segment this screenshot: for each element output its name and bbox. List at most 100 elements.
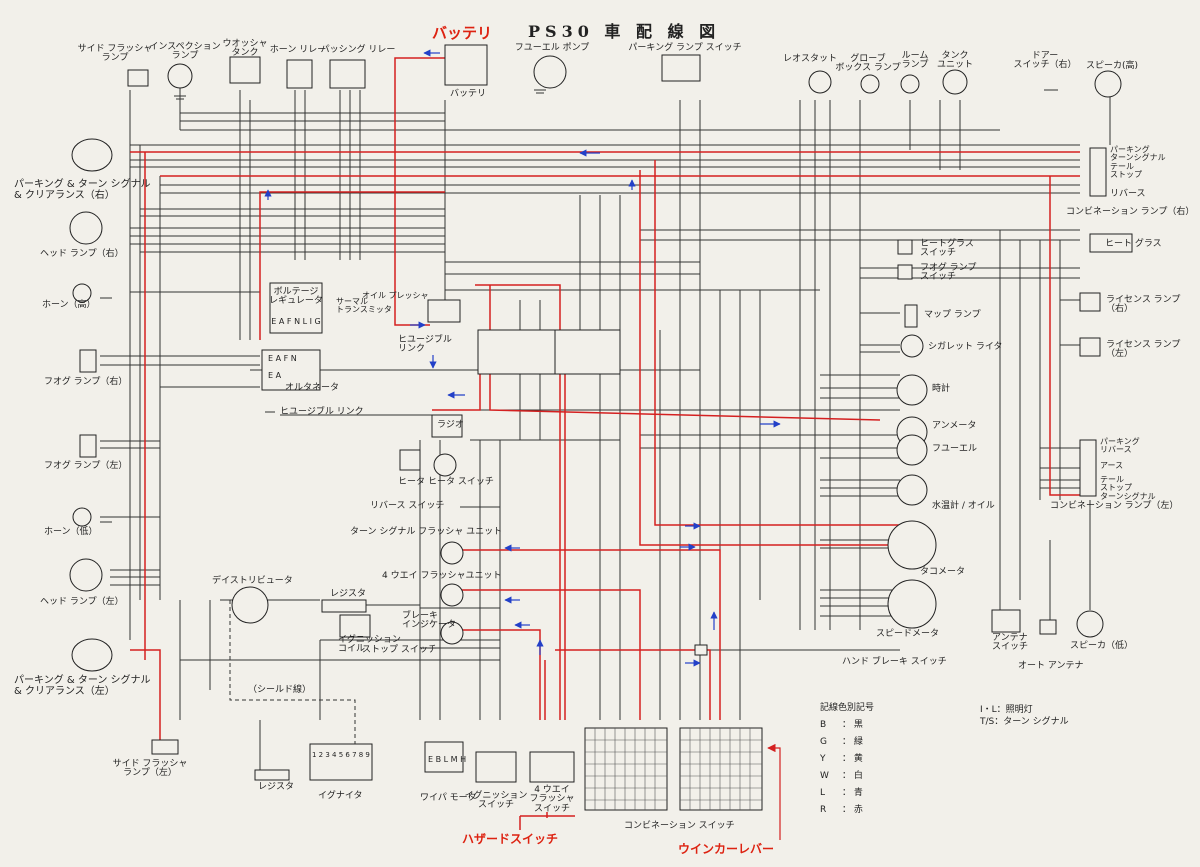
horn-relay-label: ホーン リレー bbox=[269, 45, 327, 55]
legend-code: W bbox=[820, 771, 829, 781]
water-oil-gauge bbox=[896, 474, 928, 506]
license-right-label: ライセンス ランプ （右） bbox=[1106, 295, 1181, 315]
fusible-link-label: ヒユージブル リンク bbox=[280, 407, 364, 417]
fusible-link-box bbox=[427, 299, 461, 323]
components bbox=[69, 44, 1133, 811]
alternator-ea: E A bbox=[268, 371, 282, 380]
combo-lamp-right-label: コンビネーション ランプ（右） bbox=[1066, 207, 1195, 217]
horn-high-label: ホーン（高） bbox=[42, 300, 96, 310]
wire-legend-title: 記線色別記号 bbox=[820, 703, 875, 713]
legend-code: G bbox=[820, 737, 827, 747]
license-left-box bbox=[1079, 337, 1101, 357]
winker-pointer bbox=[767, 743, 781, 840]
room-lamp-label: ルーム ランプ bbox=[901, 51, 929, 71]
ignition-coil-label: イグニッション コイル bbox=[338, 635, 401, 655]
page-title: PS30 車 配 線 図 bbox=[528, 22, 721, 41]
distributor-label: デイストリビュータ bbox=[212, 576, 293, 586]
stop-switch-label: ストップ スイッチ bbox=[362, 645, 437, 655]
rheostat bbox=[808, 70, 832, 94]
combo-left-earth: アース bbox=[1100, 461, 1124, 470]
legend-code: B bbox=[820, 720, 827, 730]
shield-wire bbox=[229, 600, 356, 744]
antenna-switch-label: アンテナ スイッチ bbox=[992, 633, 1029, 653]
speaker-high bbox=[1094, 70, 1122, 98]
four-way-flasher-unit-label: 4 ウエイ フラッシャユニット bbox=[382, 571, 502, 581]
fog-left-box bbox=[79, 434, 97, 458]
inspection-lamp bbox=[167, 63, 193, 89]
speaker-low-label: スピーカ（低） bbox=[1070, 641, 1134, 651]
passing-relay-box bbox=[329, 59, 366, 89]
combination-switch-grid-1 bbox=[584, 727, 668, 811]
regulator-terminals: E A F N L I G bbox=[271, 317, 321, 326]
battery-box bbox=[444, 44, 488, 86]
park-turn-right-lamp bbox=[71, 138, 113, 172]
antenna-switch-box bbox=[991, 609, 1021, 633]
legend-color-name: 黒 bbox=[853, 720, 863, 730]
hand-brake-switch-box bbox=[694, 644, 708, 656]
current-arrows bbox=[264, 49, 781, 667]
fog-right-box bbox=[79, 349, 97, 373]
speaker-low bbox=[1076, 610, 1104, 638]
stop-switch-lamp bbox=[440, 621, 464, 645]
ignition-coil-box bbox=[339, 614, 371, 638]
parking-lamp-switch-label: パーキング ランプ スイッチ bbox=[628, 43, 742, 53]
washer-tank-box bbox=[229, 56, 261, 84]
legend-row: W： 白 bbox=[820, 768, 876, 785]
map-lamp-label: マップ ランプ bbox=[924, 310, 981, 320]
fuse-block-2 bbox=[554, 329, 621, 375]
fog-right-label: フオグ ランプ（右） bbox=[44, 377, 128, 387]
fog-left-label: フオグ ランプ（左） bbox=[44, 461, 128, 471]
legend-color-name: 青 bbox=[853, 788, 863, 798]
ignition-switch-label: イグニッション スイッチ bbox=[464, 791, 528, 811]
water-oil-gauge-label: 水温計 / オイル bbox=[932, 501, 995, 511]
tank-unit-label: タンク ユニット bbox=[936, 51, 974, 71]
combination-switch-grid-2 bbox=[679, 727, 763, 811]
four-way-flasher-switch-box bbox=[529, 751, 575, 783]
wiper-motor-label: ワイパ モータ bbox=[420, 793, 477, 803]
combination-switch-label: コンビネーション スイッチ bbox=[624, 821, 735, 831]
legend-code: L bbox=[820, 788, 826, 798]
tachometer bbox=[887, 520, 937, 570]
hand-brake-switch-label: ハンド ブレーキ スイッチ bbox=[842, 657, 947, 667]
combination-switch-grid-lines bbox=[585, 728, 762, 810]
passing-relay-label: パッシング リレー bbox=[320, 45, 396, 55]
hazard-note: ハザードスイッチ bbox=[462, 832, 559, 846]
fog-lamp-switch-box bbox=[897, 264, 913, 280]
igniter-terminals: 1 2 3 4 5 6 7 8 9 bbox=[312, 751, 370, 759]
heater-switch bbox=[433, 453, 457, 477]
legend-row: L： 青 bbox=[820, 785, 876, 802]
legend-color-name: 赤 bbox=[853, 805, 863, 815]
tank-unit bbox=[942, 69, 968, 95]
ammeter-label: アンメータ bbox=[932, 421, 977, 431]
voltage-regulator-label: ボルテージ レギュレータ bbox=[269, 287, 323, 307]
red-wires bbox=[130, 57, 1080, 818]
four-way-flasher-unit bbox=[440, 583, 464, 607]
heat-glass-box bbox=[1089, 233, 1133, 253]
distributor bbox=[231, 586, 269, 624]
voltage-regulator-box bbox=[269, 282, 323, 334]
combo-left-items: パーキング リバース bbox=[1100, 437, 1140, 455]
cigarette-lighter bbox=[900, 334, 924, 358]
speedometer-label: スピードメータ bbox=[876, 629, 940, 639]
heat-glass-switch-box bbox=[897, 239, 913, 255]
abbrev-il: I・L：照明灯 bbox=[980, 705, 1033, 715]
side-flasher-top-box bbox=[127, 69, 149, 87]
auto-antenna-box bbox=[1039, 619, 1057, 635]
heater-box bbox=[399, 449, 421, 471]
license-left-label: ライセンス ランプ （左） bbox=[1106, 340, 1181, 360]
resistor2-box bbox=[254, 769, 290, 781]
map-lamp-box bbox=[904, 304, 918, 328]
tachometer-label: タコメータ bbox=[920, 567, 966, 577]
legend-color-name: 白 bbox=[853, 771, 863, 781]
license-right-box bbox=[1079, 292, 1101, 312]
horn-high bbox=[72, 283, 92, 303]
speaker-high-label: スピーカ(高) bbox=[1085, 61, 1139, 71]
auto-antenna-label: オート アンテナ bbox=[1018, 661, 1084, 671]
combo-lamp-left-box bbox=[1079, 439, 1097, 497]
legend-row: B： 黒 bbox=[820, 717, 876, 734]
four-way-flasher-switch-label: 4 ウエイ フラッシャ スイッチ bbox=[529, 785, 575, 814]
cigarette-lighter-label: シガレット ライタ bbox=[928, 342, 1003, 352]
shield-wire-label: （シールド線） bbox=[248, 685, 312, 695]
speedometer bbox=[887, 579, 937, 629]
fuel-pump-label: フユーエル ポンプ bbox=[514, 43, 590, 53]
